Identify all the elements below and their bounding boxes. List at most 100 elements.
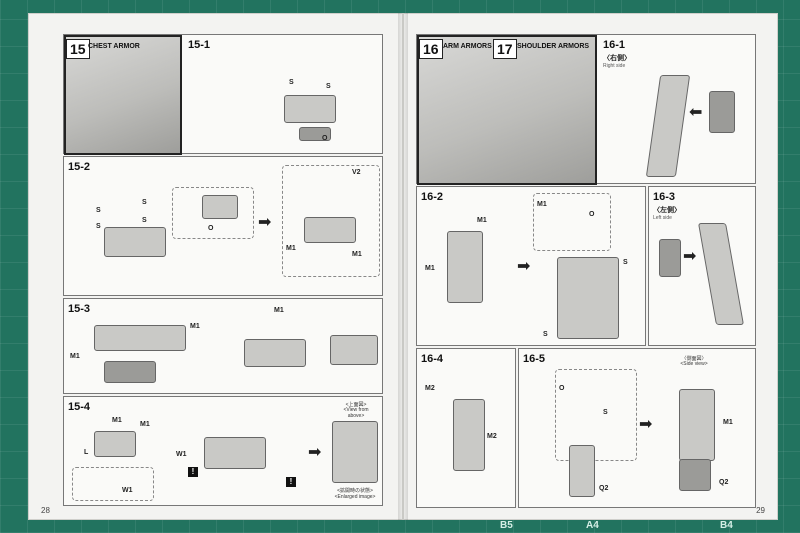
part-label: M1 xyxy=(190,323,200,330)
part-label: L xyxy=(84,449,89,456)
next-arrow-icon: ➡ xyxy=(517,258,531,275)
part-arm-armor xyxy=(557,257,619,339)
ruler-mark: B4 xyxy=(720,520,733,531)
part-label: W1 xyxy=(122,487,133,494)
panel-15-4: 15-4 ! ! ➡ M1 M1 L W1 W1 <上面図> <View fro… xyxy=(63,396,383,506)
parts-callout xyxy=(282,165,380,277)
section-number-15: 15 xyxy=(66,39,90,59)
panel-15-3: 15-3 M1 M1 M1 xyxy=(63,298,383,394)
mat-ruler: B5 A4 B4 xyxy=(0,513,800,533)
part-label: W1 xyxy=(176,451,187,458)
parts-callout xyxy=(172,187,254,239)
warning-icon: ! xyxy=(286,477,296,487)
part-label: S xyxy=(543,331,548,338)
part-piece xyxy=(299,127,331,141)
part-piece xyxy=(569,445,595,497)
part-label: O xyxy=(559,385,565,392)
step-label-16-1: 16-1 xyxy=(603,39,626,51)
part-label: S xyxy=(326,83,331,90)
page-number-left: 28 xyxy=(41,506,50,515)
insert-arrow-icon: ➡ xyxy=(683,248,697,265)
part-assembly xyxy=(94,431,136,457)
part-shield xyxy=(698,223,744,325)
part-piece xyxy=(659,239,681,277)
part-assembly xyxy=(330,335,378,365)
section-number-16: 16 xyxy=(419,39,443,59)
part-label: M1 xyxy=(70,353,80,360)
parts-callout xyxy=(555,369,637,461)
part-assembly xyxy=(204,437,266,469)
step-label-15-1: 15-1 xyxy=(188,39,211,51)
section-title-chest-armor: CHEST ARMOR xyxy=(88,43,140,50)
part-label: M1 xyxy=(477,217,487,224)
part-label: S xyxy=(96,223,101,230)
left-page: 15 CHEST ARMOR 15-1 S S O 15-2 ➡ S S S S… xyxy=(28,13,403,520)
caption: 〈側面図〉 xyxy=(681,356,707,362)
right-page: 16 ARM ARMORS 17 SHOULDER ARMORS 16-1 〈右… xyxy=(403,13,778,520)
step-label-16-3: 16-3 xyxy=(653,191,676,203)
part-arm-armor xyxy=(679,389,715,461)
section-title-arm-armors: ARM ARMORS xyxy=(443,43,492,50)
part-arm-armor xyxy=(453,399,485,471)
instruction-booklet: 15 CHEST ARMOR 15-1 S S O 15-2 ➡ S S S S… xyxy=(28,13,778,520)
next-arrow-icon: ➡ xyxy=(308,444,322,461)
side-label-en: Left side xyxy=(653,215,672,221)
part-assembly xyxy=(244,339,306,367)
caption: <上面図> xyxy=(345,402,367,408)
step-label-15-2: 15-2 xyxy=(68,161,91,173)
part-assembly xyxy=(332,421,378,483)
panel-15-2: 15-2 ➡ S S S S O V2 M1 M1 xyxy=(63,156,383,296)
part-piece xyxy=(104,361,156,383)
panel-16-3: 16-3 〈左側〉 Left side ➡ xyxy=(648,186,756,346)
caption: <Enlarged image> xyxy=(334,494,376,500)
panel-15-1: 15 CHEST ARMOR 15-1 S S O xyxy=(63,34,383,155)
part-piece xyxy=(679,459,711,491)
part-label: O xyxy=(322,135,328,142)
arm-armor-photo xyxy=(417,35,597,185)
caption: <View from above> xyxy=(343,407,369,419)
caption: <拡開時の状態> xyxy=(337,488,373,494)
step-label-15-3: 15-3 xyxy=(68,303,91,315)
part-label: S xyxy=(142,199,147,206)
side-label-en: Right side xyxy=(603,63,626,69)
part-label: M1 xyxy=(286,245,296,252)
book-gutter xyxy=(398,13,408,520)
part-label: M1 xyxy=(112,417,122,424)
part-label: S xyxy=(289,79,294,86)
ruler-mark: A4 xyxy=(586,520,599,531)
part-shield xyxy=(645,75,691,177)
step-label-16-4: 16-4 xyxy=(421,353,444,365)
part-label: M1 xyxy=(537,201,547,208)
part-label: V2 xyxy=(352,169,361,176)
step-label-16-5: 16-5 xyxy=(523,353,546,365)
part-label: M1 xyxy=(274,307,284,314)
step-label-15-4: 15-4 xyxy=(68,401,91,413)
part-assembly xyxy=(304,217,356,243)
section-number-17: 17 xyxy=(493,39,517,59)
panel-16-5: 16-5 ➡ 〈側面図〉 <Side view> O S Q2 Q2 M1 xyxy=(518,348,756,508)
next-arrow-icon: ➡ xyxy=(639,416,653,433)
panel-16-4: 16-4 M2 M2 xyxy=(416,348,516,508)
part-assembly xyxy=(104,227,166,257)
part-label: S xyxy=(142,217,147,224)
part-label: S xyxy=(96,207,101,214)
caption: <Side view> xyxy=(680,361,708,367)
part-label: O xyxy=(589,211,595,218)
step-label-16-2: 16-2 xyxy=(421,191,444,203)
part-assembly xyxy=(202,195,238,219)
part-label: O xyxy=(208,225,214,232)
section-title-shoulder-armors: SHOULDER ARMORS xyxy=(517,43,590,50)
part-label: M2 xyxy=(487,433,497,440)
part-label: M1 xyxy=(352,251,362,258)
part-label: S xyxy=(603,409,608,416)
panel-16-1: 16 ARM ARMORS 17 SHOULDER ARMORS 16-1 〈右… xyxy=(416,34,756,185)
panel-16-2: 16-2 ➡ M1 M1 M1 O S S xyxy=(416,186,646,346)
part-piece xyxy=(709,91,735,133)
ruler-mark: B5 xyxy=(500,520,513,531)
next-arrow-icon: ➡ xyxy=(258,214,272,231)
part-assembly xyxy=(94,325,186,351)
warning-icon: ! xyxy=(188,467,198,477)
part-arm-armor xyxy=(447,231,483,303)
page-number-right: 29 xyxy=(756,506,765,515)
side-label-jp: 〈右側〉 xyxy=(603,55,631,62)
